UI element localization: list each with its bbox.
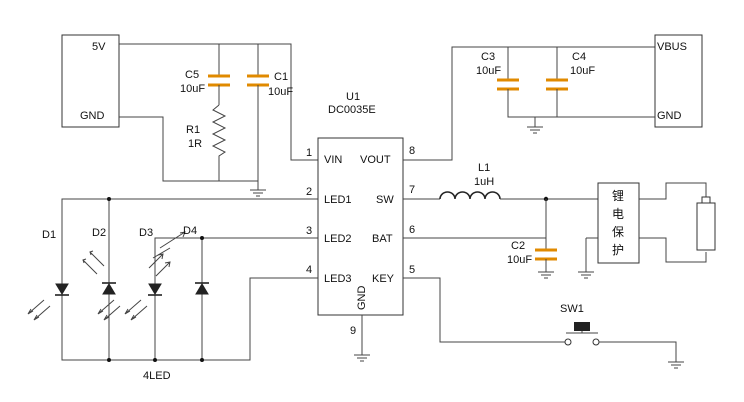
r1-value: 1R bbox=[188, 138, 202, 150]
d2-led bbox=[82, 250, 121, 321]
ground-symbol-output bbox=[527, 126, 543, 134]
led2-wire-left bbox=[154, 237, 318, 360]
c3-value: 10uF bbox=[476, 65, 501, 77]
battery-terminal bbox=[701, 196, 711, 204]
c4-value: 10uF bbox=[570, 65, 595, 77]
l1-value: 1uH bbox=[474, 176, 494, 188]
pin-key-name: KEY bbox=[372, 273, 395, 285]
key-wire bbox=[403, 277, 565, 343]
junction-dot-led2 bbox=[200, 236, 204, 240]
ground-symbol-input bbox=[250, 189, 266, 197]
pin-led1-name: LED1 bbox=[324, 194, 352, 206]
pin-6-num: 6 bbox=[409, 224, 415, 236]
pin-4-num: 4 bbox=[306, 264, 312, 276]
c3-bottom-wire bbox=[507, 89, 655, 118]
c5-value: 10uF bbox=[180, 83, 205, 95]
output-connector-box bbox=[654, 34, 703, 128]
protection-char-2: 电 bbox=[612, 207, 624, 221]
c1-value: 10uF bbox=[268, 86, 293, 98]
ground-symbol-ic bbox=[354, 354, 370, 362]
c3-ref: C3 bbox=[481, 51, 495, 63]
protection-char-4: 护 bbox=[612, 243, 624, 257]
battery-top-wire bbox=[639, 182, 707, 200]
sw1-contact-right bbox=[592, 338, 600, 346]
vin-rail-wire bbox=[119, 43, 318, 161]
pin-vin-name: VIN bbox=[324, 154, 342, 166]
pin-8-num: 8 bbox=[409, 145, 415, 157]
u1-ref: U1 bbox=[346, 91, 360, 103]
pin-9-num: 9 bbox=[350, 325, 356, 337]
l1-ref: L1 bbox=[478, 162, 490, 174]
l1-inductor bbox=[439, 191, 501, 200]
c4-ref: C4 bbox=[572, 51, 586, 63]
protection-char-3: 保 bbox=[612, 225, 624, 239]
pin-gnd-name: GND bbox=[356, 286, 368, 311]
d4-led bbox=[152, 231, 209, 295]
ground-symbol-sw1 bbox=[668, 361, 684, 369]
pin-3-num: 3 bbox=[306, 225, 312, 237]
d2-label: D2 bbox=[92, 227, 106, 239]
d1-label: D1 bbox=[42, 229, 56, 241]
input-5v-label: 5V bbox=[92, 41, 106, 53]
ground-symbol-protection bbox=[578, 271, 594, 279]
c2-ref: C2 bbox=[511, 240, 525, 252]
junction-dot-led-bottom-2 bbox=[153, 358, 157, 362]
sw1-ref: SW1 bbox=[560, 303, 584, 315]
battery-protection-box bbox=[597, 182, 640, 264]
battery-cell bbox=[696, 202, 716, 251]
pin-7-num: 7 bbox=[409, 184, 415, 196]
sw1-gnd-wire bbox=[599, 341, 677, 362]
sw1-contact-left bbox=[564, 338, 572, 346]
d3-led bbox=[124, 253, 171, 321]
pin-led3-name: LED3 bbox=[324, 273, 352, 285]
u1-ic-body bbox=[317, 137, 404, 316]
pin-bat-name: BAT bbox=[372, 233, 393, 245]
c5-ref: C5 bbox=[185, 69, 199, 81]
pin-sw-name: SW bbox=[376, 194, 394, 206]
r1-resistor bbox=[211, 104, 227, 181]
c2-value: 10uF bbox=[507, 254, 532, 266]
junction-dot-led1 bbox=[107, 197, 111, 201]
pin-led2-name: LED2 bbox=[324, 233, 352, 245]
ground-symbol-c2 bbox=[538, 271, 554, 279]
pin-vout-name: VOUT bbox=[360, 154, 391, 166]
led-group-label: 4LED bbox=[143, 370, 171, 382]
c1-ref: C1 bbox=[274, 71, 288, 83]
pin-5-num: 5 bbox=[409, 264, 415, 276]
d4-label: D4 bbox=[183, 225, 197, 237]
d3-label: D3 bbox=[139, 227, 153, 239]
input-connector-box bbox=[61, 34, 120, 128]
r1-ref: R1 bbox=[186, 124, 200, 136]
junction-dot-led-bottom-1 bbox=[107, 358, 111, 362]
led1-and-led3-loop-wire bbox=[61, 198, 318, 361]
output-gnd-label: GND bbox=[657, 110, 682, 122]
pin-1-num: 1 bbox=[306, 147, 312, 159]
sw1-button-cap bbox=[574, 322, 590, 331]
protection-char-1: 锂 bbox=[612, 188, 624, 203]
u1-part: DC0035E bbox=[328, 104, 376, 116]
junction-dot-led-bottom-3 bbox=[200, 358, 204, 362]
output-vbus-label: VBUS bbox=[657, 41, 687, 53]
input-gnd-wire bbox=[119, 116, 258, 182]
d1-led bbox=[27, 283, 69, 321]
vout-wire bbox=[403, 46, 655, 161]
battery-bottom-wire bbox=[639, 237, 707, 263]
pin-2-num: 2 bbox=[306, 186, 312, 198]
input-gnd-label: GND bbox=[80, 110, 105, 122]
